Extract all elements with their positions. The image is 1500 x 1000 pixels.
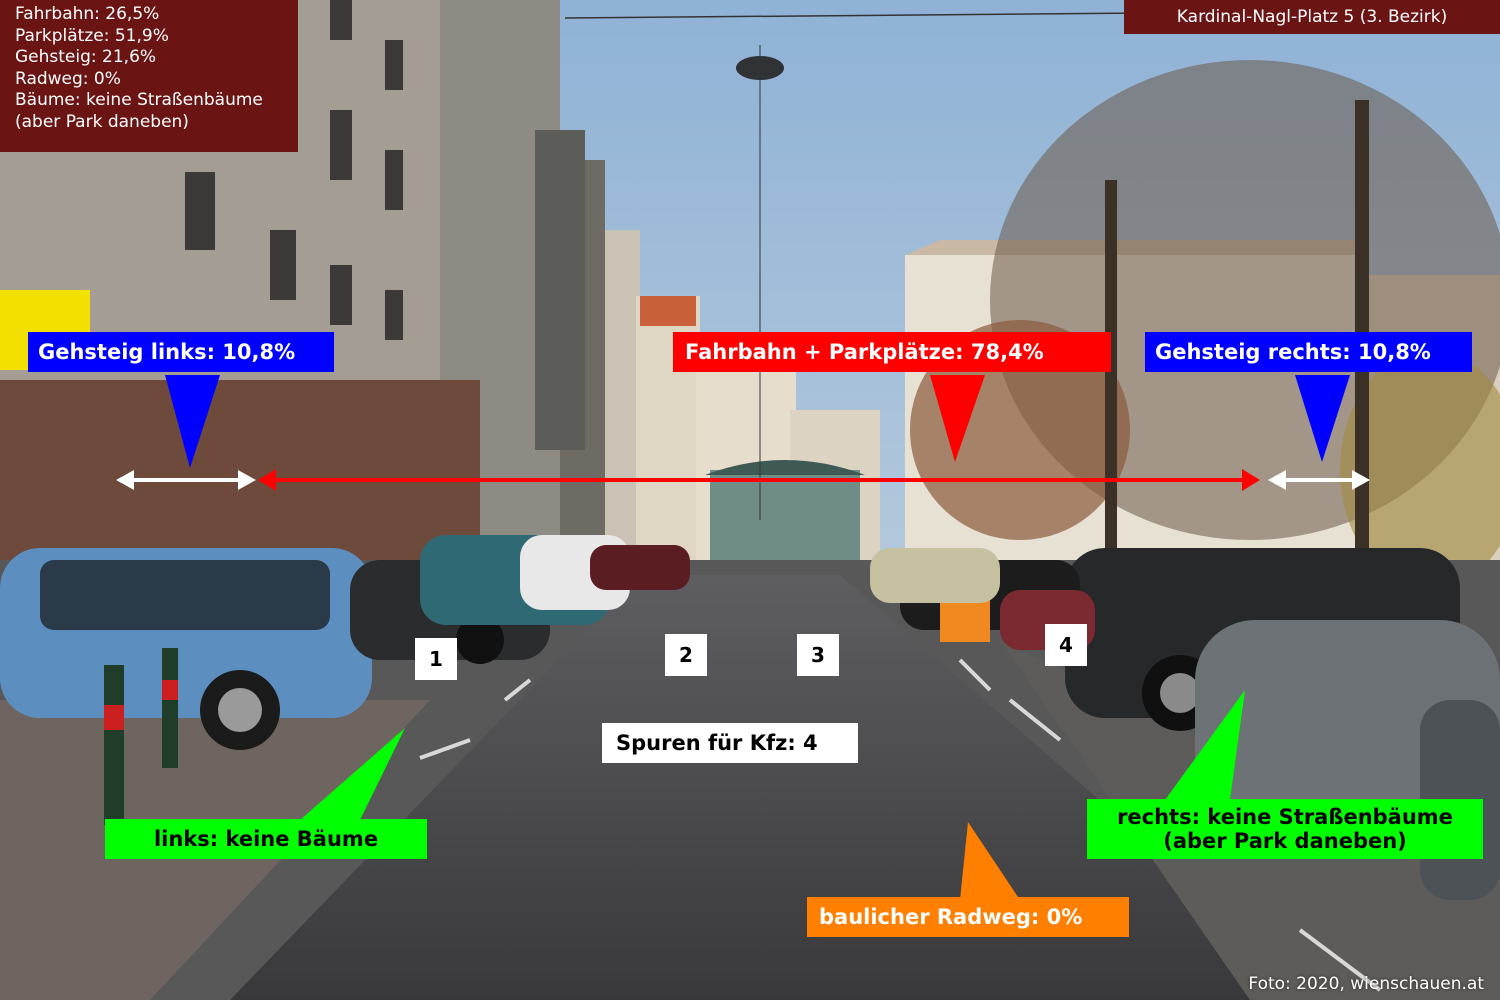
stat-bike-lane: Radweg: 0% (15, 68, 121, 89)
stat-roadway: Fahrbahn: 26,5% (15, 4, 160, 24)
trees-right-line-2: (aber Park daneben) (1163, 829, 1407, 854)
sidewalk-left-label: Gehsteig links: 10,8% (28, 332, 334, 373)
photo-credit: Foto: 2020, wienschauen.at (1248, 974, 1484, 994)
stat-trees: Bäume: keine Straßenbäume (15, 90, 263, 110)
trees-right-label: rechts: keine Straßenbäume (aber Park da… (1087, 799, 1483, 860)
trees-left-label: links: keine Bäume (105, 819, 427, 860)
statistics-box: Fahrbahn: 26,5% Parkplätze: 51,9% Gehste… (0, 0, 298, 152)
stat-sidewalk: Gehsteig: 21,6% (15, 47, 157, 67)
location-label: Kardinal-Nagl-Platz 5 (3. Bezirk) (1124, 0, 1500, 34)
lane-number: 2 (665, 634, 707, 676)
stat-parking: Parkplätze: 51,9% (15, 25, 169, 46)
lanes-label: Spuren für Kfz: 4 (602, 723, 858, 764)
lane-number: 1 (415, 638, 457, 680)
lane-number: 4 (1045, 624, 1087, 666)
bike-lane-label: baulicher Radweg: 0% (807, 897, 1129, 938)
lane-number: 3 (797, 634, 839, 676)
roadway-parking-label: Fahrbahn + Parkplätze: 78,4% (673, 332, 1111, 373)
trees-right-line-1: rechts: keine Straßenbäume (1117, 805, 1453, 829)
stat-trees-note: (aber Park daneben) (15, 111, 189, 132)
sidewalk-right-label: Gehsteig rechts: 10,8% (1145, 332, 1472, 373)
